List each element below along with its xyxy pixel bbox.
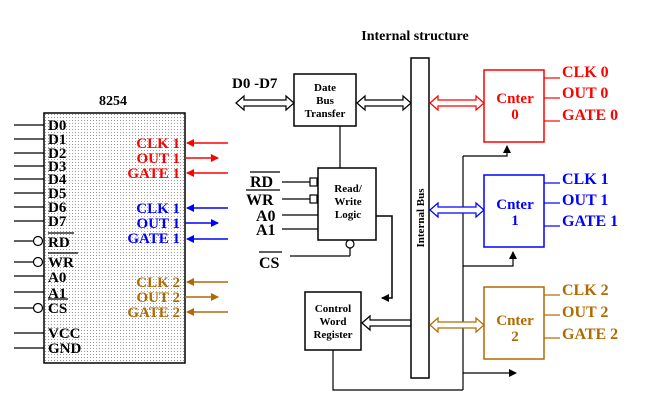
data-bus-buffer bbox=[293, 73, 357, 127]
rw-input-bubbles bbox=[309, 177, 318, 204]
pin-d0: D0 bbox=[48, 118, 66, 134]
chip-gate-blue: GATE 1 bbox=[127, 231, 180, 247]
read-write-logic bbox=[317, 167, 377, 241]
counter-1-lines bbox=[544, 182, 560, 227]
data-in-arrow bbox=[235, 94, 295, 112]
rw-to-cw-arrow bbox=[376, 215, 393, 302]
chip-brown-arrows bbox=[185, 278, 228, 316]
chip-out-red: OUT 1 bbox=[137, 151, 180, 167]
cw-line-2: Word bbox=[320, 316, 347, 328]
counter-2-name: Cnter bbox=[496, 313, 534, 329]
chip-pin-labels: D0 D1 D2 D3 D4 D5 D6 D7 RD WR A0 A1 CS V… bbox=[48, 118, 82, 357]
chip-gate-red: GATE 1 bbox=[127, 166, 180, 182]
diagram-title: Internal structure bbox=[361, 29, 468, 44]
chip-name: 8254 bbox=[99, 94, 127, 109]
counter-0-box bbox=[483, 69, 545, 143]
counter-1-out: OUT 1 bbox=[562, 192, 608, 209]
rw-input-labels: RD WR A0 A1 bbox=[246, 174, 276, 239]
pin-d6: D6 bbox=[48, 200, 67, 216]
data-bus-line-2: Bus bbox=[316, 95, 334, 107]
counter-0-out: OUT 0 bbox=[562, 85, 608, 102]
chip-clk-brown: CLK 2 bbox=[136, 275, 180, 291]
data-bus-line-3: Transfer bbox=[305, 108, 346, 120]
chip-out-blue: OUT 1 bbox=[137, 216, 180, 232]
pin-d5: D5 bbox=[48, 186, 66, 202]
input-a0: A0 bbox=[256, 208, 276, 225]
pin-rd: RD bbox=[48, 235, 70, 251]
counter-1-clk: CLK 1 bbox=[562, 171, 609, 188]
counter-1-name: Cnter bbox=[496, 197, 534, 213]
cs-input-bubble bbox=[345, 239, 355, 249]
bus-to-cw-arrow bbox=[361, 314, 412, 332]
counter-2-box bbox=[483, 286, 545, 360]
bus-to-cnt0-arrow bbox=[429, 94, 485, 112]
chip-pin-lines bbox=[14, 124, 44, 349]
counter-1-gate: GATE 1 bbox=[562, 213, 618, 230]
counter-0-clk: CLK 0 bbox=[562, 64, 609, 81]
data-bus-to-internal-arrow bbox=[356, 94, 412, 112]
pin-d4: D4 bbox=[48, 172, 67, 188]
chip-clk-red: CLK 1 bbox=[136, 136, 180, 152]
chip-overbars bbox=[48, 232, 78, 300]
internal-bus-label: Internal Bus bbox=[415, 188, 427, 248]
counter-2-gate: GATE 2 bbox=[562, 326, 618, 343]
data-lines-label: D0 -D7 bbox=[232, 76, 278, 92]
input-wr: WR bbox=[246, 192, 274, 209]
cs-bubble bbox=[32, 302, 44, 314]
cs-label: CS bbox=[259, 255, 280, 272]
counter-2-clk: CLK 2 bbox=[562, 282, 609, 299]
pin-d1: D1 bbox=[48, 132, 66, 148]
chip-red-arrows bbox=[185, 139, 228, 177]
cw-line-3: Register bbox=[313, 329, 352, 341]
rd-bubble bbox=[32, 235, 44, 247]
input-a1: A1 bbox=[256, 222, 276, 239]
chip-out-brown: OUT 2 bbox=[137, 290, 180, 306]
control-word-register bbox=[304, 291, 362, 351]
bus-to-cnt2-arrow bbox=[429, 316, 485, 334]
pin-wr: WR bbox=[48, 255, 74, 271]
counter-0-gate: GATE 0 bbox=[562, 107, 618, 124]
internal-bus bbox=[410, 57, 430, 379]
rw-line-1: Read/ bbox=[334, 183, 362, 195]
data-bus-line-1: Date bbox=[314, 82, 336, 94]
rw-line-3: Logic bbox=[335, 209, 361, 221]
counter-2-num: 2 bbox=[511, 329, 519, 345]
pin-cs: CS bbox=[48, 301, 67, 317]
counter-1-box bbox=[483, 174, 545, 248]
wr-bubble bbox=[32, 256, 44, 268]
bus-to-cnt1-arrow bbox=[429, 201, 485, 219]
counter-0-num: 0 bbox=[511, 107, 519, 123]
cw-line-1: Control bbox=[315, 303, 351, 315]
chip-inversion-bubbles bbox=[32, 235, 44, 314]
chip-clk-blue: CLK 1 bbox=[136, 201, 180, 217]
counter-2-out: OUT 2 bbox=[562, 304, 608, 321]
pin-d7: D7 bbox=[48, 214, 67, 230]
counter-0-name: Cnter bbox=[496, 91, 534, 107]
pin-d2: D2 bbox=[48, 146, 66, 162]
rw-input-lines bbox=[282, 181, 318, 230]
input-rd: RD bbox=[250, 174, 273, 191]
pin-a0: A0 bbox=[48, 270, 66, 286]
counter-0-lines bbox=[544, 77, 560, 122]
rw-line-2: Write bbox=[334, 196, 361, 208]
chip-blue-arrows bbox=[185, 204, 228, 243]
chip-gate-brown: GATE 2 bbox=[127, 305, 180, 321]
ctrl-to-cnt0 bbox=[463, 145, 511, 157]
pin-a1: A1 bbox=[48, 286, 66, 302]
chip-counter-labels: CLK 1 OUT 1 GATE 1 CLK 1 OUT 1 GATE 1 CL… bbox=[127, 136, 180, 321]
chip-body bbox=[43, 112, 186, 364]
counter-2-lines bbox=[544, 294, 560, 339]
pin-d3: D3 bbox=[48, 159, 66, 175]
cw-out-line bbox=[332, 350, 463, 391]
ctrl-to-cnt1 bbox=[463, 251, 517, 267]
rw-input-overbars bbox=[246, 171, 280, 191]
pin-gnd: GND bbox=[48, 341, 82, 357]
pin-vcc: VCC bbox=[48, 326, 81, 342]
counter-1-num: 1 bbox=[511, 213, 519, 229]
